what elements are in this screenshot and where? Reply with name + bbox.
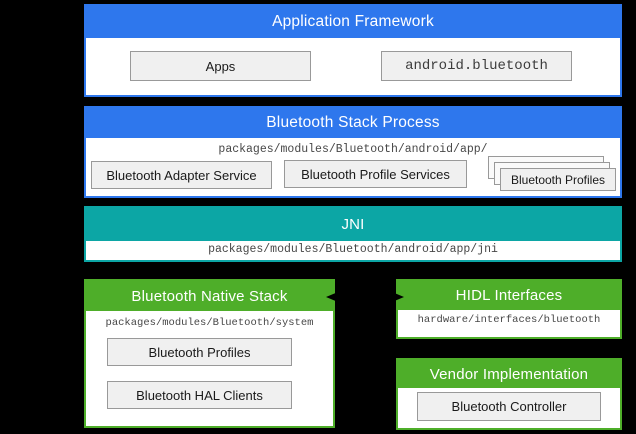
arrow-left-head-icon <box>326 292 338 302</box>
stack-process-path: packages/modules/Bluetooth/android/app/ <box>218 143 488 156</box>
application-framework-body: Apps android.bluetooth <box>86 38 620 95</box>
section-jni: JNI packages/modules/Bluetooth/android/a… <box>84 206 622 262</box>
section-bluetooth-stack-process: Bluetooth Stack Process packages/modules… <box>84 106 622 198</box>
bluetooth-native-stack-body: packages/modules/Bluetooth/system Blueto… <box>86 311 333 426</box>
bluetooth-profile-services-box: Bluetooth Profile Services <box>284 160 467 188</box>
bluetooth-stack-process-title: Bluetooth Stack Process <box>266 114 440 131</box>
jni-path: packages/modules/Bluetooth/android/app/j… <box>208 243 498 256</box>
apps-box: Apps <box>130 51 311 81</box>
bluetooth-profiles-stack-front: Bluetooth Profiles <box>500 168 616 191</box>
bluetooth-native-stack-title: Bluetooth Native Stack <box>131 287 288 305</box>
application-framework-title: Application Framework <box>272 13 434 30</box>
bluetooth-stack-process-body: packages/modules/Bluetooth/android/app/ … <box>86 138 620 196</box>
hidl-path: hardware/interfaces/bluetooth <box>417 314 601 326</box>
jni-title: JNI <box>341 216 365 233</box>
section-vendor-implementation: Vendor Implementation Bluetooth Controll… <box>396 358 622 430</box>
native-stack-path: packages/modules/Bluetooth/system <box>105 317 314 329</box>
arrow-line <box>338 296 392 298</box>
vendor-implementation-title: Vendor Implementation <box>429 365 589 383</box>
section-hidl-interfaces: HIDL Interfaces hardware/interfaces/blue… <box>396 279 622 339</box>
bluetooth-adapter-service-box: Bluetooth Adapter Service <box>91 161 272 189</box>
vendor-implementation-body: Bluetooth Controller <box>398 388 620 428</box>
jni-body: packages/modules/Bluetooth/android/app/j… <box>86 241 620 260</box>
native-bluetooth-profiles-box: Bluetooth Profiles <box>107 338 292 366</box>
android-bluetooth-box: android.bluetooth <box>381 51 572 81</box>
arrow-right-head-icon <box>392 292 404 302</box>
hidl-interfaces-title: HIDL Interfaces <box>455 287 563 304</box>
native-stack-hidl-arrow <box>326 292 404 302</box>
hidl-interfaces-body: hardware/interfaces/bluetooth <box>398 310 620 337</box>
section-application-framework: Application Framework Apps android.bluet… <box>84 4 622 97</box>
section-bluetooth-native-stack: Bluetooth Native Stack packages/modules/… <box>84 279 335 428</box>
bluetooth-controller-box: Bluetooth Controller <box>417 392 601 421</box>
bluetooth-hal-clients-box: Bluetooth HAL Clients <box>107 381 292 409</box>
